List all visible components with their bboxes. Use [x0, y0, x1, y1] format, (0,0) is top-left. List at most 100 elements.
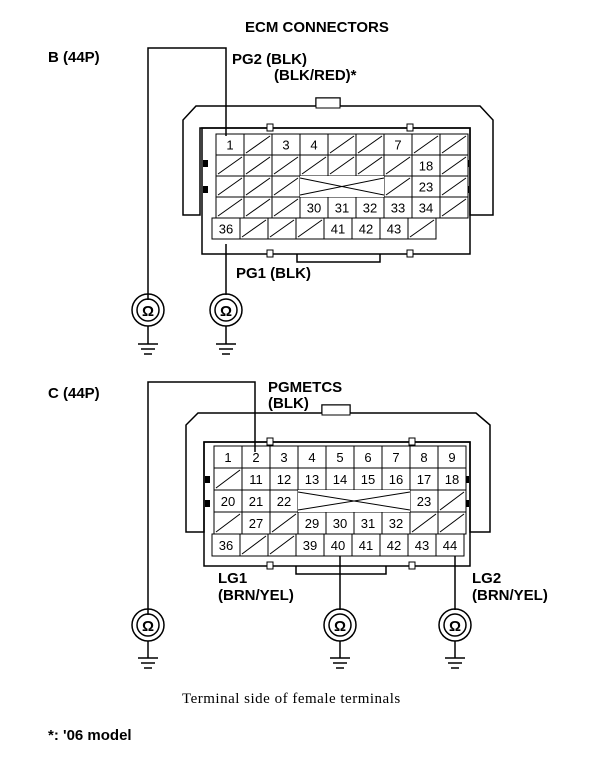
terminal-number: 31: [335, 201, 349, 216]
terminal-number: 2: [252, 450, 259, 465]
terminal-number: 29: [305, 516, 319, 531]
unused-terminal-slash: [441, 198, 467, 217]
terminal-number: 42: [359, 222, 373, 237]
ohm-symbol: Ω: [142, 303, 154, 320]
terminal-number: 34: [419, 201, 433, 216]
unused-terminal-slash: [269, 219, 295, 238]
unused-terminal-slash: [329, 135, 355, 154]
terminal-number: 30: [333, 516, 347, 531]
connector-b-wires: [147, 47, 227, 300]
connector-b-pg2-label: PG2 (BLK): [232, 51, 307, 68]
terminal-number: 43: [415, 538, 429, 553]
unused-terminal-slash: [271, 513, 297, 533]
terminal-number: 21: [249, 494, 263, 509]
unused-terminal-slash: [441, 156, 467, 175]
unused-terminal-slash: [357, 135, 383, 154]
terminal-number: 40: [331, 538, 345, 553]
terminal-number: 8: [420, 450, 427, 465]
terminal-number: 15: [361, 472, 375, 487]
terminal-number: 18: [419, 159, 433, 174]
blocked-area-cross: [297, 491, 411, 511]
terminal-number: 30: [307, 201, 321, 216]
unused-terminal-slash: [273, 156, 299, 175]
terminal-number: 33: [391, 201, 405, 216]
terminal-number: 41: [359, 538, 373, 553]
ohm-symbol: Ω: [220, 303, 232, 320]
terminal-number: 41: [331, 222, 345, 237]
terminal-number: 7: [394, 138, 401, 153]
unused-terminal-slash: [439, 513, 465, 533]
unused-terminal-slash: [439, 491, 465, 511]
caption: Terminal side of female terminals: [182, 691, 401, 707]
unused-terminal-slash: [245, 135, 271, 154]
connector-b-pg2-alt-label: (BLK/RED)*: [274, 67, 357, 84]
footnote: *: '06 model: [48, 727, 132, 744]
unused-terminal-slash: [241, 219, 267, 238]
connector-c-wires: [147, 381, 456, 615]
terminal-number: 6: [364, 450, 371, 465]
connector-b-pg1-label: PG1 (BLK): [236, 265, 311, 282]
terminal-number: 1: [226, 138, 233, 153]
unused-terminal-slash: [273, 177, 299, 196]
ohmmeter-b-left: Ω: [131, 293, 165, 355]
connector-c-lg2-color: (BRN/YEL): [472, 587, 548, 604]
terminal-number: 16: [389, 472, 403, 487]
terminal-number: 32: [389, 516, 403, 531]
unused-terminal-slash: [215, 469, 241, 489]
terminal-number: 43: [387, 222, 401, 237]
terminal-number: 7: [392, 450, 399, 465]
terminal-number: 17: [417, 472, 431, 487]
ohmmeter-b-right: Ω: [209, 293, 243, 355]
connector-b-label: B (44P): [48, 49, 100, 66]
unused-terminal-slash: [217, 177, 243, 196]
ohm-symbol: Ω: [142, 618, 154, 635]
unused-terminal-slash: [269, 535, 295, 555]
terminal-number: 9: [448, 450, 455, 465]
unused-terminal-slash: [441, 177, 467, 196]
terminal-number: 36: [219, 538, 233, 553]
unused-terminal-slash: [385, 156, 411, 175]
terminal-number: 13: [305, 472, 319, 487]
terminal-number: 39: [303, 538, 317, 553]
unused-terminal-slash: [245, 177, 271, 196]
unused-terminal-slash: [241, 535, 267, 555]
connector-c-label: C (44P): [48, 385, 100, 402]
terminal-number: 20: [221, 494, 235, 509]
unused-terminal-slash: [217, 198, 243, 217]
terminal-number: 23: [417, 494, 431, 509]
terminal-number: 1: [224, 450, 231, 465]
terminal-number: 44: [443, 538, 457, 553]
terminal-number: 11: [249, 472, 263, 487]
unused-terminal-slash: [245, 198, 271, 217]
unused-terminal-slash: [357, 156, 383, 175]
unused-terminal-slash: [413, 135, 439, 154]
ohm-symbol: Ω: [334, 618, 346, 635]
unused-terminal-slash: [245, 156, 271, 175]
unused-terminal-slash: [385, 177, 411, 196]
unused-terminal-slash: [273, 198, 299, 217]
diagram-title: ECM CONNECTORS: [245, 19, 389, 36]
ohmmeter-c-left: Ω: [131, 608, 165, 669]
terminal-number: 12: [277, 472, 291, 487]
connector-c-lg2-label: LG2: [472, 570, 501, 587]
terminal-cell: [435, 533, 465, 557]
ohmmeter-c-right: Ω: [438, 608, 472, 669]
terminal-number: 3: [282, 138, 289, 153]
connector-c-lg1-color: (BRN/YEL): [218, 587, 294, 604]
ohm-symbol: Ω: [449, 618, 461, 635]
terminal-number: 3: [280, 450, 287, 465]
terminal-number: 22: [277, 494, 291, 509]
terminal-number: 4: [308, 450, 315, 465]
connector-c-lg1-label: LG1: [218, 570, 247, 587]
terminal-number: 23: [419, 180, 433, 195]
terminal-number: 42: [387, 538, 401, 553]
unused-terminal-slash: [409, 219, 435, 238]
unused-terminal-slash: [215, 513, 241, 533]
terminal-number: 14: [333, 472, 347, 487]
unused-terminal-slash: [297, 219, 323, 238]
unused-terminal-slash: [411, 513, 437, 533]
terminal-number: 4: [310, 138, 317, 153]
